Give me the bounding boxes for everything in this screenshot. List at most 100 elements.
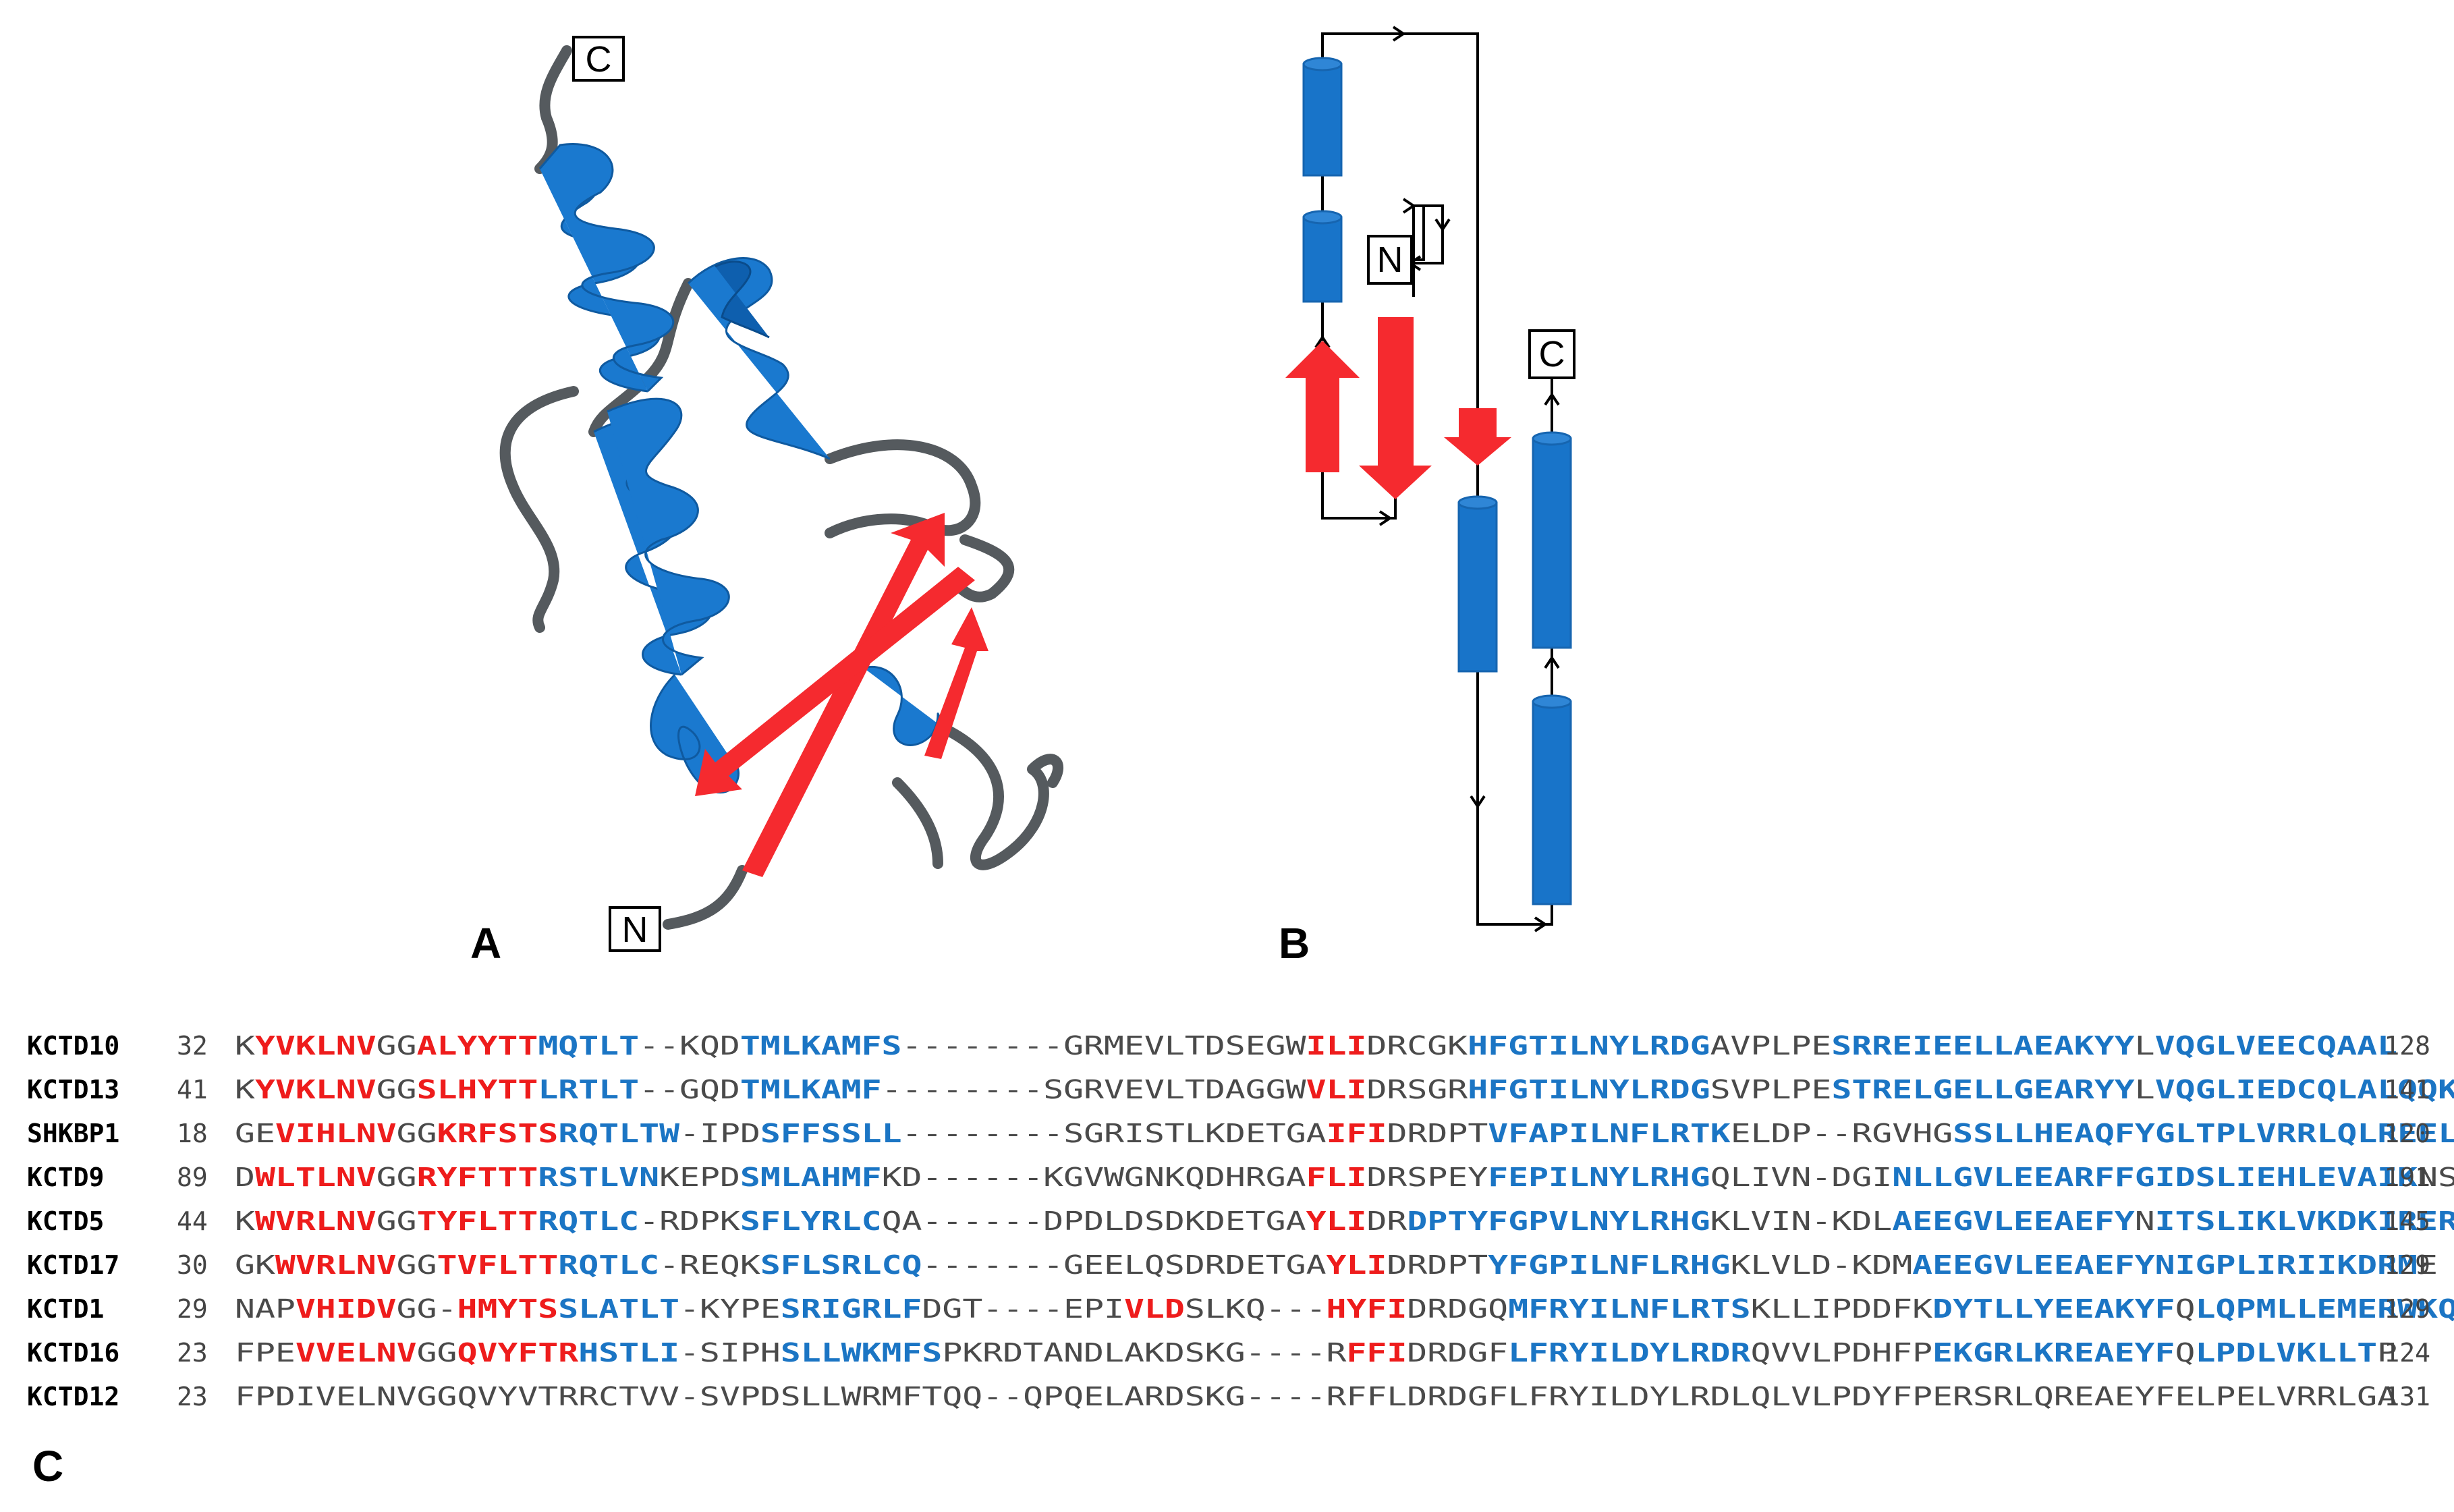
- protein-name: KCTD16: [27, 1338, 119, 1368]
- strand-residues: WVRLNV: [255, 1206, 377, 1236]
- helix-residues: EKGRLKREAEYF: [1932, 1338, 2175, 1368]
- strand-residues: TVFLTT: [437, 1250, 559, 1280]
- residues: -IPD: [679, 1119, 760, 1148]
- n-terminus-box: N: [609, 906, 661, 952]
- residues: Q: [2175, 1294, 2196, 1324]
- n-connector: [1402, 204, 1444, 297]
- residues: GG: [377, 1031, 417, 1061]
- helix-residues: NLLGVLEEARFFGIDSLIEHLEVAIK: [1892, 1163, 2418, 1192]
- topology-n-terminus-label: N: [1377, 240, 1403, 280]
- n-terminus-label: N: [622, 909, 648, 950]
- protein-name: KCTD1: [27, 1294, 104, 1324]
- start-position: 18: [177, 1119, 208, 1148]
- helix-2: [687, 257, 831, 460]
- residues: N: [2135, 1206, 2155, 1236]
- start-position: 29: [177, 1294, 208, 1324]
- helix-residues: SRIGRLF: [781, 1294, 922, 1324]
- residues: GG: [377, 1163, 417, 1192]
- residues: QA------DPDLDSDKDETGA: [882, 1206, 1306, 1236]
- strand-residues: WLTLNV: [255, 1163, 377, 1192]
- residues: FPDIVELNVGGQVYVTRRCTVV-SVPDSLLWRMFTQQ--Q…: [235, 1382, 2397, 1411]
- strand-residues: IFI: [1327, 1119, 1387, 1148]
- helix-residues: TMLKAMF: [740, 1075, 882, 1104]
- residues: DRDPT: [1387, 1119, 1488, 1148]
- helix-residues: VQGLVEECQAAL: [2155, 1031, 2397, 1061]
- helix-residues: AEEGVLEEAEFY: [1892, 1206, 2135, 1236]
- helix-residues: LPDLVKLLT: [2195, 1338, 2377, 1368]
- strand-residues: RYFTTT: [417, 1163, 538, 1192]
- protein-name: KCTD13: [27, 1075, 119, 1104]
- start-position: 30: [177, 1250, 208, 1280]
- helix-residues: SFFSSLL: [760, 1119, 902, 1148]
- start-position: 23: [177, 1338, 208, 1368]
- helix-residues: VQGLIEDCQLALQQKR: [2155, 1075, 2454, 1104]
- residues: FPE: [235, 1338, 296, 1368]
- residues: GG: [377, 1206, 417, 1236]
- strand-residues: VLI: [1306, 1075, 1367, 1104]
- helix-residues: YFGPILNFLRHG: [1488, 1250, 1730, 1280]
- residues: KEPD: [659, 1163, 740, 1192]
- topology-helix-4: [1532, 431, 1572, 649]
- residues: NAP: [235, 1294, 296, 1324]
- helix-residues: TMLKAMFS: [740, 1031, 902, 1061]
- topology-strand-up-arrow: [1285, 341, 1360, 472]
- topology-helix-1: [1302, 57, 1343, 177]
- residues: KLLIPDDFK: [1751, 1294, 1933, 1324]
- strand-residues: QVYFTR: [457, 1338, 579, 1368]
- protein-name: KCTD10: [27, 1031, 119, 1061]
- residues: QVVLPDHFP: [1750, 1338, 1932, 1368]
- residues: DRDGQ: [1407, 1294, 1508, 1324]
- strand-residues: WVRLNV: [275, 1250, 397, 1280]
- c-terminus-label: C: [586, 39, 612, 80]
- helix-residues: RQTLTW: [558, 1119, 679, 1148]
- residues: -REQK: [659, 1250, 760, 1280]
- helix-residues: SSLLHEAQFYGLTPLVRRLQLREELDR: [1953, 1119, 2454, 1148]
- residues: -SIPH: [679, 1338, 781, 1368]
- helix-residues: MQTLT: [538, 1031, 639, 1061]
- connector-arrowheads: [1314, 26, 1560, 932]
- strand-residues: VHIDV: [296, 1294, 397, 1324]
- topology-n-terminus-box: N: [1367, 235, 1413, 285]
- residues: DRSPEY: [1366, 1163, 1488, 1192]
- residues: DGT----EPI: [922, 1294, 1124, 1324]
- residues: GG: [377, 1075, 417, 1104]
- panel-label-c: C: [32, 1442, 63, 1490]
- start-position: 23: [177, 1382, 208, 1411]
- residues: DRDGF: [1407, 1338, 1508, 1368]
- residues: DRSGR: [1366, 1075, 1468, 1104]
- end-position: 141: [2384, 1075, 2430, 1104]
- residues: GG: [417, 1338, 457, 1368]
- helix-residues: RQTLC: [558, 1250, 659, 1280]
- helix-3: [593, 397, 730, 676]
- strand-residues: SLHYTT: [417, 1075, 538, 1104]
- helix-residues: HFGTILNYLRDG: [1468, 1031, 1710, 1061]
- residues: --------GRMEVLTDSEGW: [901, 1031, 1306, 1061]
- residues: AVPLPE: [1710, 1031, 1832, 1061]
- residues: Q: [2175, 1338, 2195, 1368]
- panel-label-b: B: [1279, 919, 1310, 968]
- strand-residues: ALYYTT: [417, 1031, 538, 1061]
- helix-1: [538, 143, 674, 393]
- helix-residues: AEEGVLEEAEFYNIGPLIRIIKDRM: [1912, 1250, 2418, 1280]
- residues: K: [235, 1031, 255, 1061]
- residues: KD------KGVWGNKQDHRGA: [882, 1163, 1306, 1192]
- residues: KLVIN-KDL: [1710, 1206, 1893, 1236]
- helix-residues: SFLSRLCQ: [760, 1250, 922, 1280]
- end-position: 129: [2384, 1250, 2430, 1280]
- topology-c-terminus-label: C: [1539, 334, 1565, 374]
- end-position: 129: [2384, 1294, 2430, 1324]
- topology-strand-down-arrow: [1359, 317, 1432, 499]
